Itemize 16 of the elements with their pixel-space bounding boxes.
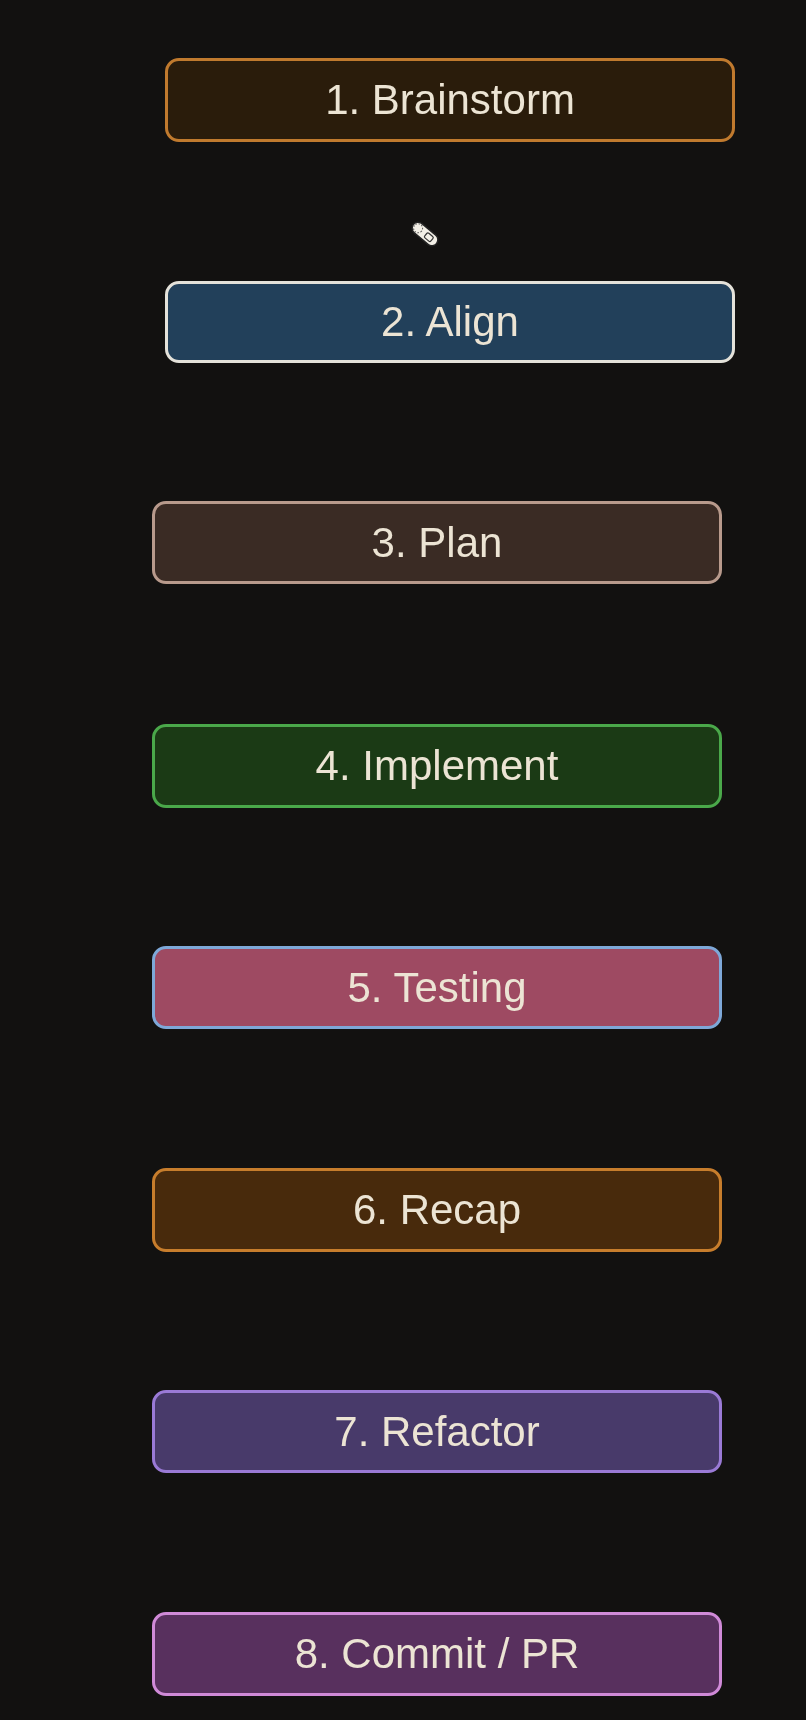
step-label: 7. Refactor	[334, 1410, 540, 1453]
step-box	[152, 1612, 722, 1696]
step-box	[165, 281, 735, 363]
step-label: 5. Testing	[347, 966, 527, 1009]
step-box	[152, 501, 722, 584]
step-label: 8. Commit / PR	[294, 1633, 580, 1675]
step-box	[152, 1168, 722, 1252]
step-label: 1. Brainstorm	[325, 79, 575, 121]
step-box	[152, 724, 722, 808]
step-label: 4. Implement	[315, 745, 559, 787]
step-box	[152, 1390, 722, 1473]
step-box	[165, 58, 735, 142]
step-label: 6. Recap	[352, 1189, 522, 1231]
step-label: 2. Align	[381, 301, 519, 343]
step-box	[152, 946, 722, 1029]
step-label: 3. Plan	[371, 521, 503, 564]
